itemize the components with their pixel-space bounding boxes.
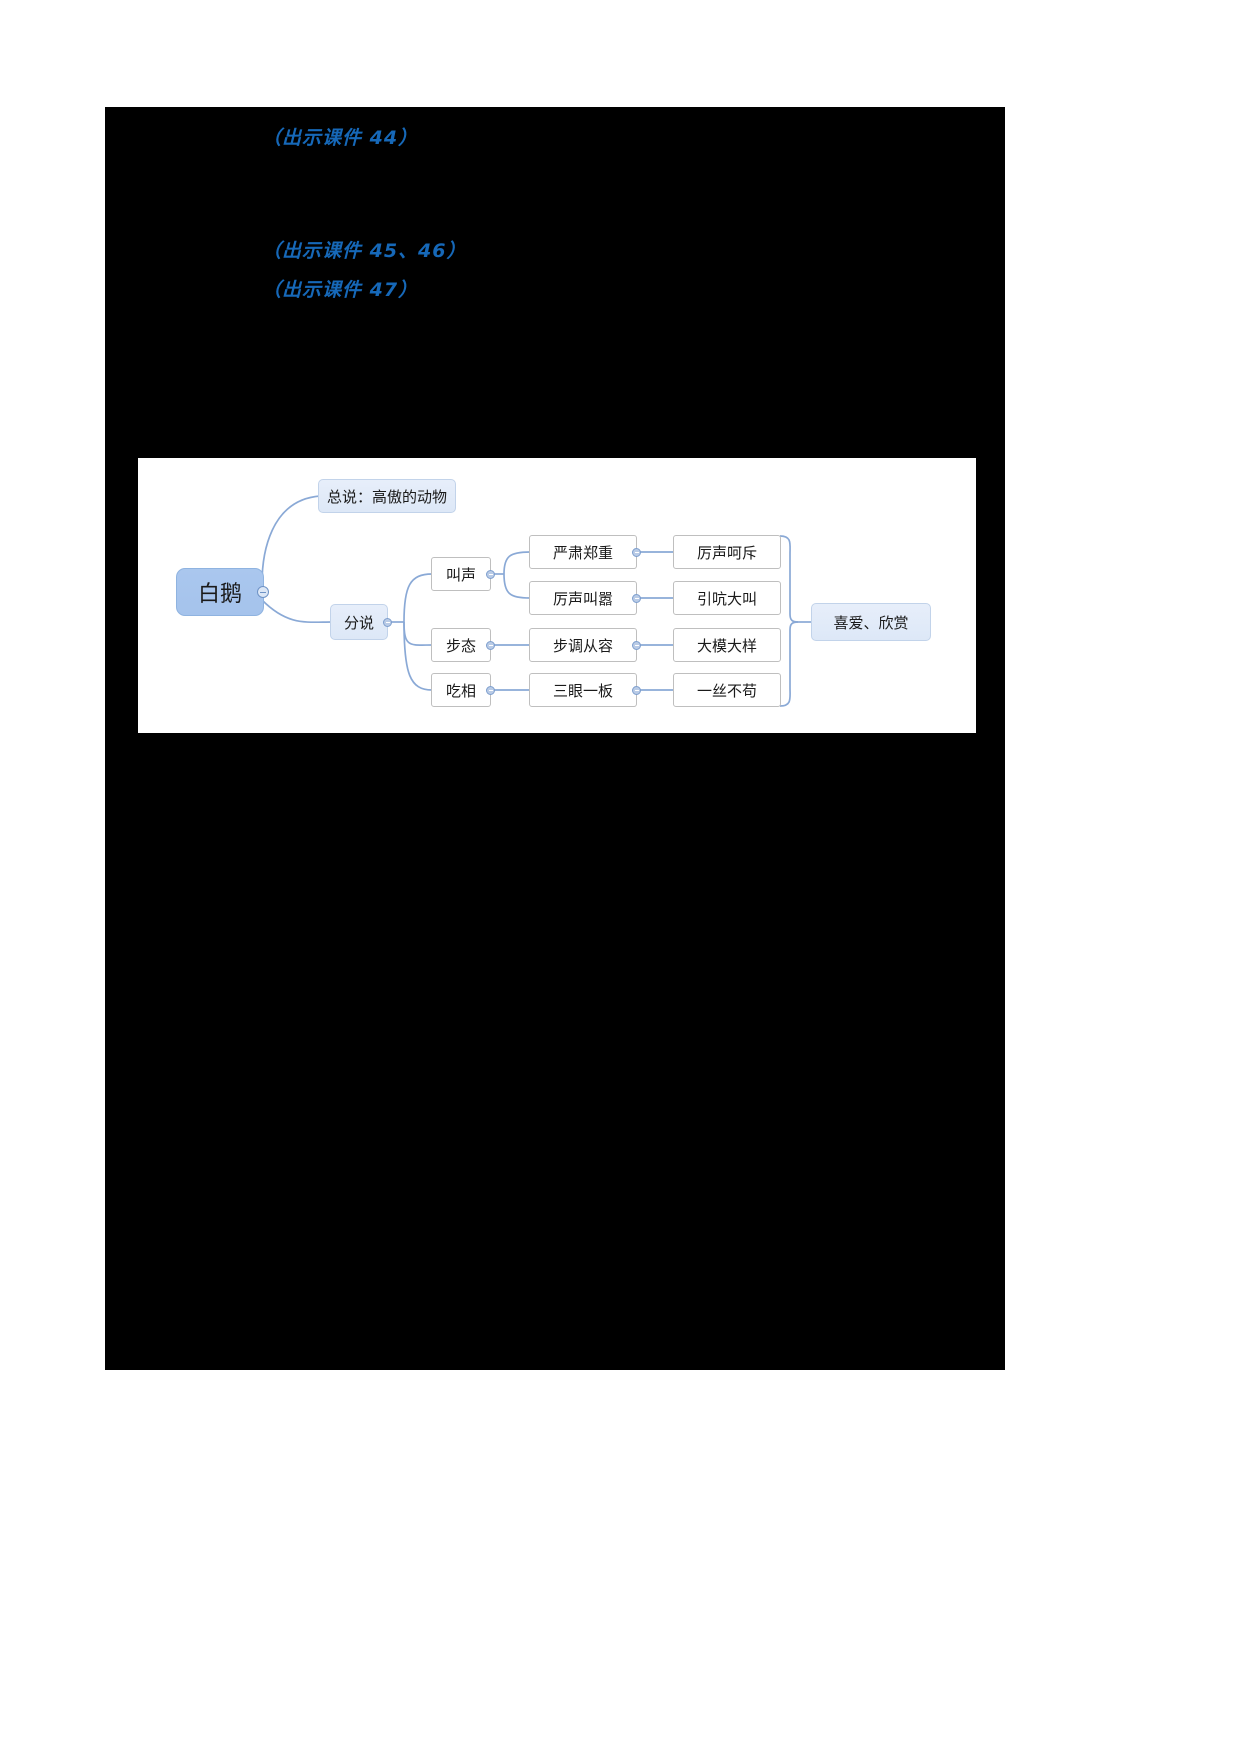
mindmap-node-trait-clamor-label: 厉声叫嚣 [552, 589, 613, 608]
mindmap-node-aspect-eating-label: 吃相 [445, 681, 476, 700]
mindmap-node-root-label: 白鹅 [197, 582, 242, 607]
mindmap-node-overall-label: 总说：高傲的动物 [327, 487, 448, 506]
mindmap-node-example-meticulous[interactable]: 一丝不苟 [673, 673, 781, 707]
collapse-toggle-clamor-icon[interactable] [632, 594, 641, 603]
collapse-toggle-solemn-icon[interactable] [632, 548, 641, 557]
mindmap-node-trait-solemn[interactable]: 严肃郑重 [529, 535, 637, 569]
mindmap-node-aspect-gait-label: 步态 [445, 636, 476, 655]
mindmap-node-trait-methodical[interactable]: 三眼一板 [529, 673, 637, 707]
mindmap-node-example-meticulous-label: 一丝不苟 [696, 681, 757, 700]
mindmap-node-trait-composed[interactable]: 步调从容 [529, 628, 637, 662]
mindmap-node-root[interactable]: 白鹅 [176, 568, 264, 616]
mindmap-node-example-honk-label: 引吭大叫 [696, 589, 757, 608]
document-black-canvas [105, 107, 1005, 1370]
mindmap-node-example-swagger[interactable]: 大模大样 [673, 628, 781, 662]
collapse-toggle-voice-icon[interactable] [486, 570, 495, 579]
mindmap-node-example-rebuke-label: 厉声呵斥 [696, 543, 757, 562]
mindmap-node-trait-clamor[interactable]: 厉声叫嚣 [529, 581, 637, 615]
mindmap-node-trait-methodical-label: 三眼一板 [552, 681, 613, 700]
collapse-toggle-detail-icon[interactable] [383, 618, 392, 627]
collapse-toggle-composed-icon[interactable] [632, 641, 641, 650]
mindmap-node-trait-composed-label: 步调从容 [552, 636, 613, 655]
mindmap-node-summary-label: 喜爱、欣赏 [833, 613, 909, 632]
courseware-cue-47: （出示课件 47） [262, 279, 419, 301]
mindmap-node-example-rebuke[interactable]: 厉声呵斥 [673, 535, 781, 569]
courseware-cue-45-46: （出示课件 45、46） [262, 240, 467, 262]
courseware-cue-44: （出示课件 44） [262, 127, 419, 149]
mindmap-node-aspect-gait[interactable]: 步态 [431, 628, 491, 662]
collapse-toggle-methodical-icon[interactable] [632, 686, 641, 695]
mindmap-node-aspect-voice[interactable]: 叫声 [431, 557, 491, 591]
collapse-toggle-root-icon[interactable] [257, 586, 269, 598]
collapse-toggle-eating-icon[interactable] [486, 686, 495, 695]
mindmap-node-overall[interactable]: 总说：高傲的动物 [318, 479, 457, 513]
mindmap-node-aspect-voice-label: 叫声 [445, 565, 476, 584]
mindmap-node-detail-label: 分说 [343, 613, 374, 632]
mind-map-diagram: 白鹅 总说：高傲的动物 分说 叫声 步态 吃相 严肃郑重 厉声叫嚣 步调从容 三… [138, 458, 976, 733]
mindmap-node-example-honk[interactable]: 引吭大叫 [673, 581, 781, 615]
mindmap-node-trait-solemn-label: 严肃郑重 [552, 543, 613, 562]
mindmap-node-aspect-eating[interactable]: 吃相 [431, 673, 491, 707]
mindmap-node-example-swagger-label: 大模大样 [696, 636, 757, 655]
mindmap-node-detail[interactable]: 分说 [330, 604, 388, 640]
collapse-toggle-gait-icon[interactable] [486, 641, 495, 650]
mindmap-node-summary[interactable]: 喜爱、欣赏 [811, 603, 931, 641]
